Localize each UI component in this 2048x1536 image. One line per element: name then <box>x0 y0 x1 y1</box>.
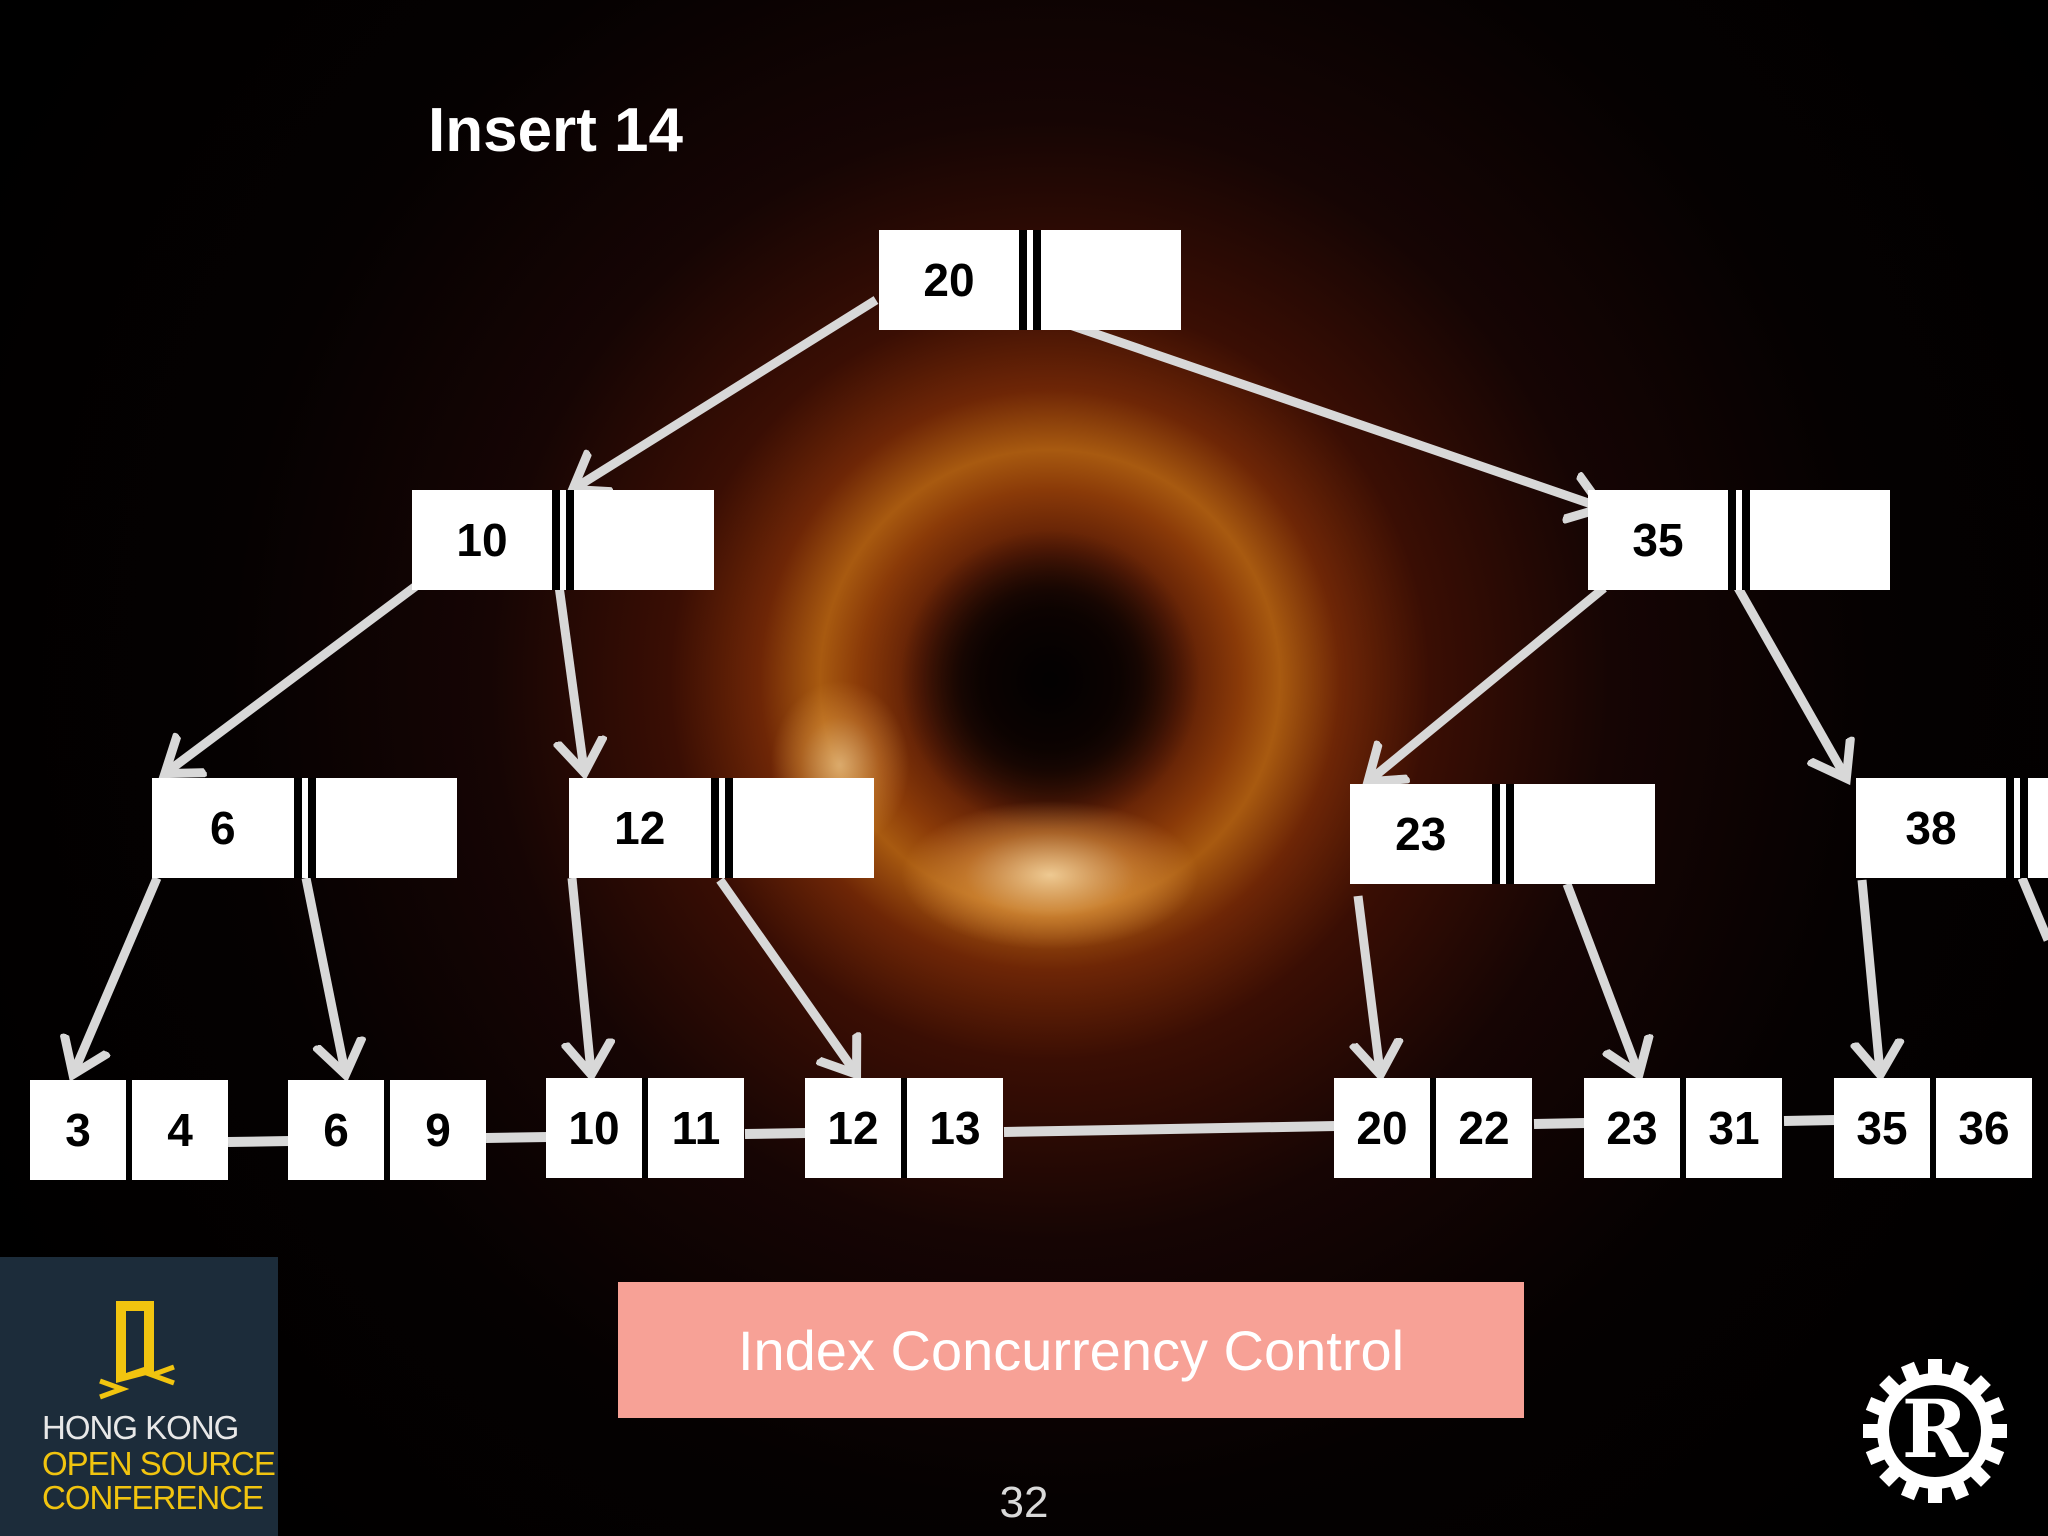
rust-logo-letter: R <box>1902 1382 1969 1476</box>
empty-key-slot <box>574 490 714 590</box>
leaf-node: 10 11 <box>546 1078 744 1178</box>
leaf-key: 10 <box>568 1102 620 1154</box>
conference-logo: HONG KONG OPEN SOURCE CONFERENCE <box>0 1257 278 1536</box>
edge-20-to-35 <box>1033 308 1600 507</box>
leaf-node: 3 4 <box>30 1080 228 1180</box>
leaf-node: 6 9 <box>288 1080 486 1180</box>
leaf-key: 22 <box>1458 1102 1510 1154</box>
leaf-key: 3 <box>65 1104 91 1156</box>
edge-38-to-leaf-35-36 <box>1862 879 1880 1072</box>
empty-key-slot <box>733 778 875 878</box>
banner-text: Index Concurrency Control <box>737 1318 1405 1382</box>
leaf-node: 20 22 <box>1334 1078 1532 1178</box>
edge-12-to-leaf-10-11 <box>572 877 591 1072</box>
leaf-key: 13 <box>929 1102 981 1154</box>
leaf-key: 9 <box>425 1104 451 1156</box>
leaf-link-2 <box>485 1132 549 1143</box>
pointer-separator <box>1728 490 1750 590</box>
leaf-link-4 <box>1003 1121 1337 1137</box>
leaf-node: 23 31 <box>1584 1078 1782 1178</box>
leaf-separator <box>1430 1078 1436 1178</box>
conference-name-line2: OPEN SOURCE <box>42 1445 276 1482</box>
door-icon <box>99 1301 175 1400</box>
leaf-key: 36 <box>1958 1102 2010 1154</box>
node-key: 10 <box>456 514 508 566</box>
node-key: 23 <box>1395 808 1447 860</box>
leaf-link-5 <box>1533 1118 1587 1129</box>
leaf-separator <box>1680 1078 1686 1178</box>
tree-node-level1-right: 35 <box>1588 490 1890 590</box>
edge-23-to-leaf-20-22 <box>1358 895 1380 1072</box>
leaf-key: 11 <box>671 1102 721 1154</box>
leaf-separator <box>642 1078 648 1178</box>
tree-node-level2-d: 38 <box>1856 778 2048 878</box>
section-banner: Index Concurrency Control <box>618 1282 1524 1418</box>
pointer-separator <box>1491 784 1514 884</box>
empty-key-slot <box>1514 784 1656 884</box>
edge-38-to-offscreen <box>2017 876 2048 942</box>
pointer-separator <box>552 490 574 590</box>
leaf-link-6 <box>1783 1115 1837 1126</box>
leaf-node: 35 36 <box>1834 1078 2032 1178</box>
edge-6-to-leaf-6-9 <box>301 877 345 1072</box>
node-key: 38 <box>1905 802 1957 854</box>
leaf-key: 12 <box>827 1102 879 1154</box>
node-key: 6 <box>209 802 236 854</box>
empty-key-slot <box>2028 778 2048 878</box>
leaf-key: 4 <box>167 1104 193 1156</box>
node-key: 12 <box>614 802 666 854</box>
tree-node-level1-left: 10 <box>412 490 714 590</box>
tree-node-level2-c: 23 <box>1350 784 1655 884</box>
leaf-key: 31 <box>1708 1102 1760 1154</box>
page-number: 32 <box>999 1478 1049 1527</box>
tree-node-level2-b: 12 <box>569 778 874 878</box>
tree-node-level2-a: 6 <box>152 778 457 878</box>
leaf-link-1 <box>227 1136 291 1147</box>
pointer-separator <box>2006 778 2028 878</box>
rust-gear-logo: R <box>1863 1359 2007 1503</box>
edge-35-to-38 <box>1733 583 1845 776</box>
leaf-separator <box>1930 1078 1936 1178</box>
conference-name-line3: CONFERENCE <box>42 1479 264 1516</box>
leaf-key: 6 <box>323 1104 349 1156</box>
tree-node-root: 20 <box>879 230 1181 330</box>
glow-bottom <box>900 800 1200 950</box>
leaf-link-3 <box>744 1128 808 1139</box>
slide-title: Insert 14 <box>428 96 684 165</box>
empty-key-slot <box>316 778 458 878</box>
edge-12-to-leaf-12-13 <box>716 877 855 1072</box>
node-key: 35 <box>1632 514 1684 566</box>
leaf-key: 23 <box>1606 1102 1658 1154</box>
edge-35-to-23 <box>1370 584 1607 780</box>
pointer-separator <box>1019 230 1041 330</box>
edge-23-to-leaf-23-31 <box>1562 882 1638 1072</box>
leaf-separator <box>126 1080 132 1180</box>
leaf-separator <box>901 1078 907 1178</box>
node-key: 20 <box>923 254 975 306</box>
edge-20-to-10 <box>575 296 879 488</box>
edge-10-to-6 <box>167 582 419 772</box>
leaf-key: 20 <box>1356 1102 1408 1154</box>
leaf-node: 12 13 <box>805 1078 1003 1178</box>
pointer-separator <box>710 778 733 878</box>
pointer-separator <box>293 778 316 878</box>
empty-key-slot <box>1041 230 1181 330</box>
edge-6-to-leaf-3-4 <box>74 876 162 1072</box>
leaf-separator <box>384 1080 390 1180</box>
conference-name-line1: HONG KONG <box>42 1409 239 1446</box>
edge-10-to-12 <box>559 585 584 770</box>
empty-key-slot <box>1750 490 1890 590</box>
leaf-key: 35 <box>1856 1102 1908 1154</box>
